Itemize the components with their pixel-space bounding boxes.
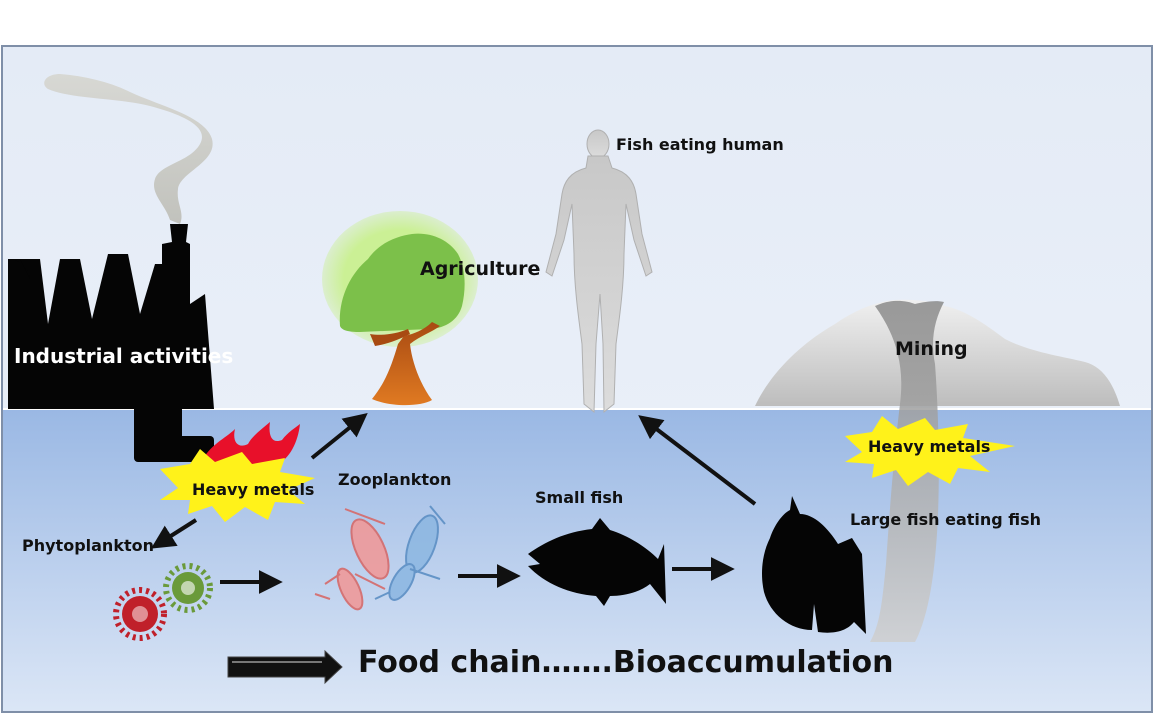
label-small-fish: Small fish bbox=[535, 488, 624, 507]
footer-arrow-icon bbox=[227, 649, 343, 685]
diagram-canvas bbox=[1, 45, 1153, 713]
phytoplankton-icon bbox=[113, 563, 213, 641]
label-heavy-metals-right: Heavy metals bbox=[868, 437, 991, 456]
human-icon bbox=[545, 129, 653, 414]
label-zooplankton: Zooplankton bbox=[338, 470, 452, 489]
smoke-icon bbox=[44, 74, 213, 224]
label-mining: Mining bbox=[895, 338, 968, 360]
flow-arrows bbox=[150, 412, 757, 594]
label-agriculture: Agriculture bbox=[420, 258, 541, 280]
heavy-metals-burst-right bbox=[845, 416, 1015, 486]
zooplankton-icon bbox=[314, 505, 446, 611]
heavy-metals-burst-left bbox=[160, 449, 315, 522]
tree-icon bbox=[322, 211, 478, 406]
label-phytoplankton: Phytoplankton bbox=[22, 536, 154, 555]
arrow-to-phytoplankton bbox=[150, 518, 198, 549]
large-fish-icon bbox=[762, 496, 866, 634]
cropped-caption-fragment bbox=[0, 0, 1154, 10]
label-heavy-metals-left: Heavy metals bbox=[192, 480, 315, 499]
arrow-to-agriculture bbox=[310, 412, 368, 460]
label-industrial-activities: Industrial activities bbox=[14, 344, 234, 368]
factory-icon bbox=[8, 224, 214, 462]
label-footer-bioaccumulation: Food chain…….Bioaccumulation bbox=[358, 645, 894, 680]
label-fish-eating-human: Fish eating human bbox=[616, 135, 784, 154]
label-large-fish: Large fish eating fish bbox=[850, 510, 1042, 529]
arrow-largefish-to-human bbox=[638, 415, 757, 506]
small-fish-icon bbox=[528, 518, 666, 606]
